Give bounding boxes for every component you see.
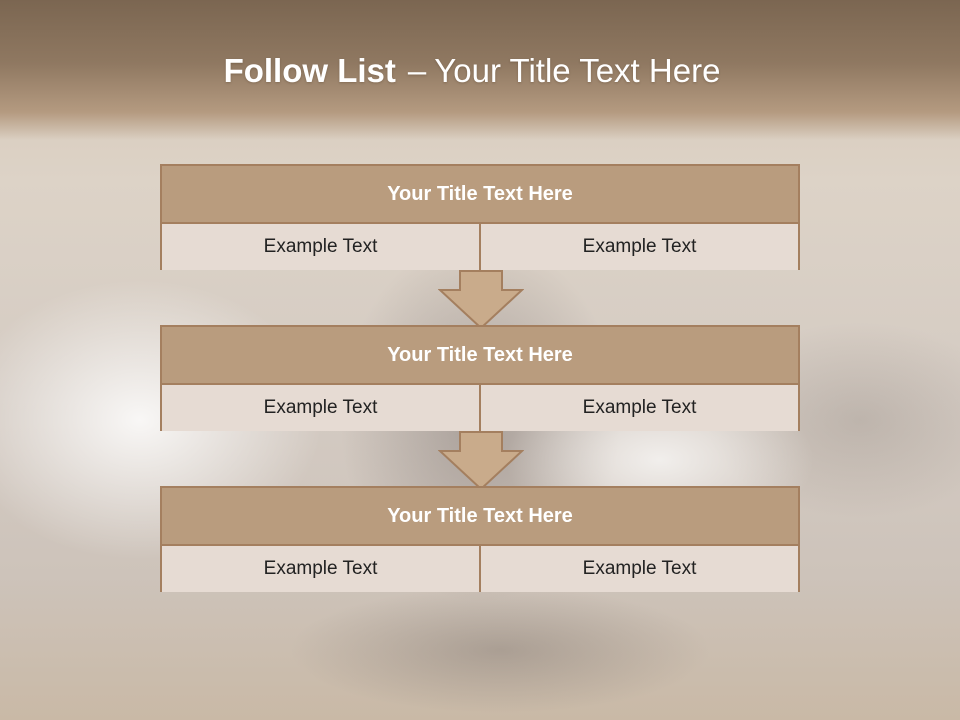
- block-cell-right: Example Text: [479, 546, 798, 592]
- block-cell-left: Example Text: [263, 558, 378, 579]
- block-cell-left: Example Text: [263, 397, 378, 418]
- block-row: Example Text Example Text: [162, 546, 798, 592]
- down-arrow-icon: [438, 270, 524, 330]
- block-cell-right: Example Text: [479, 385, 798, 431]
- title-bold: Follow List: [223, 52, 396, 89]
- block-cell-right: Example Text: [479, 224, 798, 270]
- list-block-2: Your Title Text Here Example Text Exampl…: [160, 325, 800, 431]
- title-band: [0, 0, 960, 140]
- block-heading: Your Title Text Here: [162, 327, 798, 385]
- title-rest: Your Title Text Here: [434, 52, 721, 89]
- block-heading: Your Title Text Here: [162, 488, 798, 546]
- block-row: Example Text Example Text: [162, 224, 798, 270]
- slide-title: Follow List–Your Title Text Here: [0, 52, 944, 90]
- title-separator: –: [407, 52, 427, 89]
- down-arrow-icon: [438, 431, 524, 491]
- block-row: Example Text Example Text: [162, 385, 798, 431]
- list-block-3: Your Title Text Here Example Text Exampl…: [160, 486, 800, 592]
- block-heading: Your Title Text Here: [162, 166, 798, 224]
- list-block-1: Your Title Text Here Example Text Exampl…: [160, 164, 800, 270]
- block-cell-left: Example Text: [263, 236, 378, 257]
